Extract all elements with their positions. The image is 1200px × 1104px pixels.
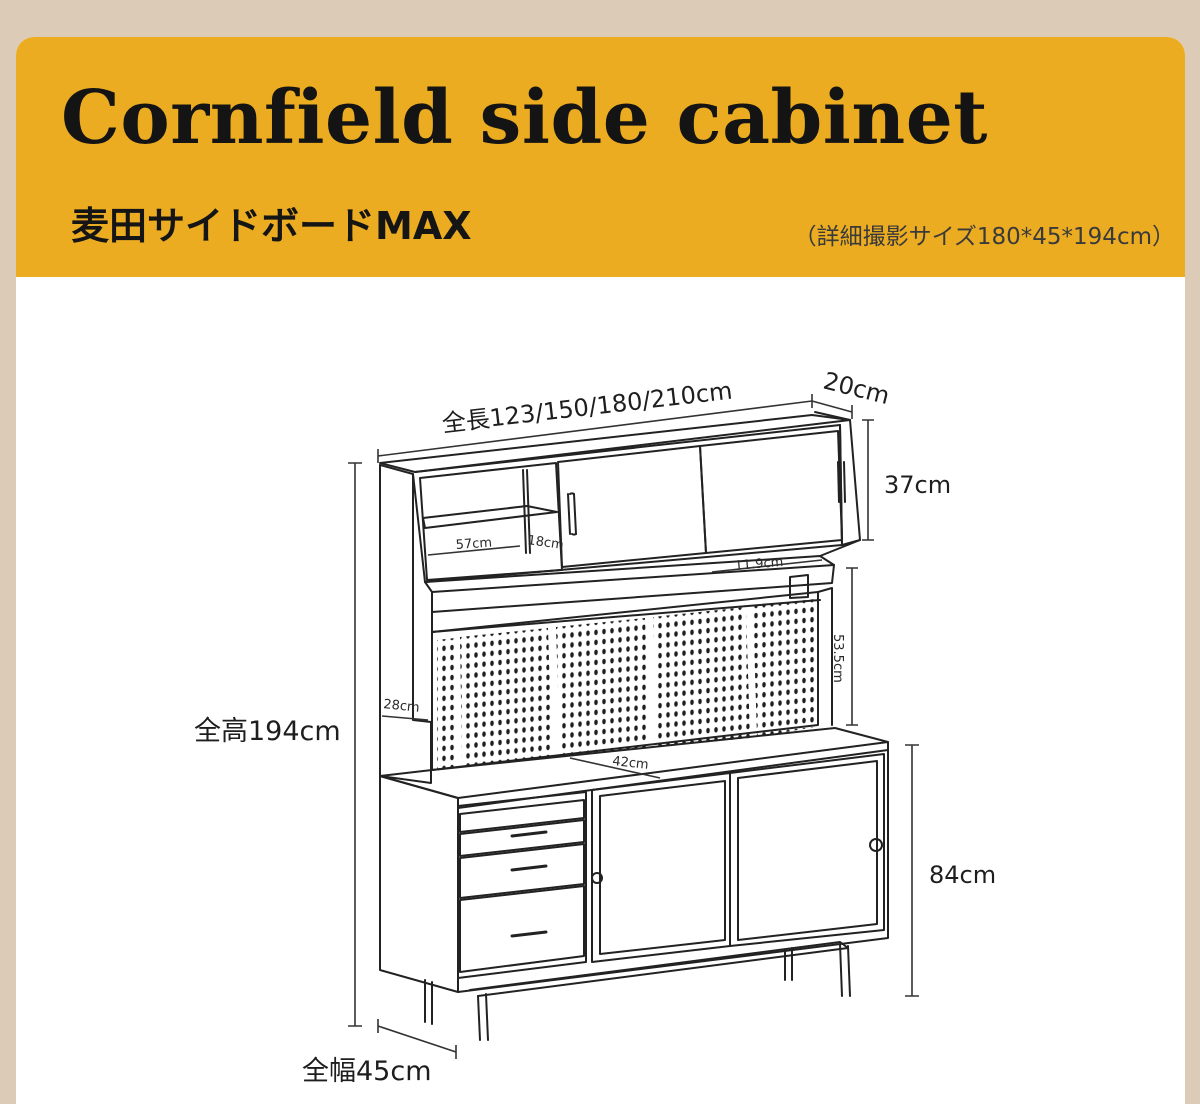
- side-depth-label: 28cm: [383, 697, 421, 716]
- rail-gap-label: 11.9cm: [734, 555, 784, 574]
- light-rail-front: [431, 564, 835, 613]
- total-height-dim-line: [348, 462, 362, 1027]
- leg-front-right: [839, 943, 851, 997]
- rail-bracket: [789, 574, 809, 599]
- pegboard-panel: [753, 599, 815, 737]
- drawer-top-front: [459, 799, 585, 833]
- leg-front-left: [477, 993, 489, 1041]
- cabinet-drawing: [379, 411, 861, 784]
- depth-top-dim-line: [811, 400, 853, 413]
- upper-sliding-door-left: [557, 445, 707, 568]
- lower-cabinet-drawing: [379, 727, 889, 1041]
- depth-top-label: 20cm: [821, 367, 893, 410]
- total-depth-dim-line: [377, 1019, 457, 1059]
- pegboard-right-post: [817, 587, 833, 726]
- counter-depth-dim-line: [569, 757, 661, 779]
- shelf-divider: [522, 469, 527, 554]
- pegboard-height-label: 53.5cm: [830, 634, 845, 683]
- product-subtitle: 麦田サイドボードMAX: [71, 204, 472, 248]
- pegboard-panels: [437, 599, 815, 770]
- pegboard-frame: [431, 591, 819, 771]
- pegboard-panel: [556, 618, 650, 757]
- shelf-divider-inner: [526, 469, 531, 554]
- door-knob-left: [591, 872, 603, 884]
- dimension-lines: [348, 394, 919, 1059]
- counter-left-edge: [379, 775, 459, 799]
- pegboard-height-dim-line: [846, 567, 858, 726]
- length-dim-line: [377, 400, 813, 457]
- door-knob-right: [869, 838, 883, 852]
- height-upper-label: 37cm: [884, 471, 951, 499]
- upper-sliding-door-right: [699, 430, 843, 554]
- hutch-left-post: [412, 473, 426, 583]
- hutch-top-edge: [814, 411, 851, 421]
- upper-door-handle-right: [837, 461, 846, 503]
- height-upper-dim-line: [862, 419, 874, 541]
- lower-front-frame: [457, 749, 889, 993]
- drawer-column: [457, 791, 587, 979]
- product-title: Cornfield side cabinet: [61, 75, 988, 161]
- photo-size-note: （詳細撮影サイズ180*45*194cm）: [793, 224, 1175, 250]
- side-depth-dim-line: [381, 715, 429, 721]
- upper-door-handle-left: [567, 493, 577, 535]
- lower-sliding-door-right: [729, 753, 885, 947]
- leg-back-left: [424, 979, 433, 1025]
- lower-door-right-inset: [737, 760, 878, 941]
- pegboard-panel: [437, 638, 455, 770]
- drawer-1: [459, 819, 585, 857]
- hutch-right-bottom: [819, 539, 861, 557]
- shelf-board: [422, 505, 558, 529]
- height-lower-label: 84cm: [929, 861, 996, 889]
- upper-door-handle-left-ends: [569, 492, 577, 536]
- drawer-handles: [510, 830, 548, 938]
- counter-front-edge: [457, 741, 889, 809]
- open-shelf-box: [419, 462, 563, 581]
- counter-depth-label: 42cm: [612, 754, 650, 773]
- lower-door-left-inset: [599, 780, 726, 955]
- shelf-height-label: 18cm: [526, 533, 564, 553]
- shelf-width-label: 57cm: [455, 535, 492, 552]
- hutch-right-side: [839, 419, 861, 546]
- title-banner: Cornfield side cabinet 麦田サイドボードMAX （詳細撮影…: [16, 37, 1185, 277]
- pegboard-panel: [653, 607, 750, 747]
- hutch-front-frame: [414, 424, 843, 583]
- total-height-label: 全高194cm: [194, 716, 341, 747]
- drawer-3: [459, 885, 585, 973]
- base-rail: [469, 941, 849, 997]
- height-lower-dim-line: [905, 744, 919, 997]
- lower-sliding-door-left: [591, 772, 731, 963]
- lower-left-side: [379, 775, 459, 993]
- total-depth-label: 全幅45cm: [302, 1056, 432, 1087]
- leg-back-right: [784, 947, 793, 981]
- drawer-2: [459, 843, 585, 899]
- shelf-width-dim-line: [427, 545, 521, 556]
- rail-gap-dim-line: [711, 559, 823, 573]
- pegboard-panel: [460, 628, 552, 767]
